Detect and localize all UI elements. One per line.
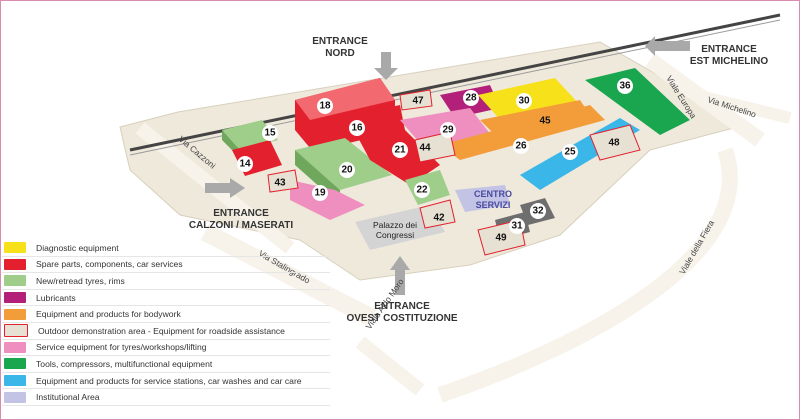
legend-label: Spare parts, components, car services	[36, 259, 183, 270]
pin-49-label: 49	[495, 233, 507, 244]
pin-28-label: 28	[465, 93, 477, 104]
pin-45-label: 45	[539, 116, 551, 127]
road-aldo-moro	[355, 336, 425, 396]
legend-item: New/retread tyres, rims	[2, 273, 330, 290]
pin-42-label: 42	[433, 213, 445, 224]
pin-28: 28	[463, 90, 479, 106]
legend-item: Spare parts, components, car services	[2, 257, 330, 274]
legend-label: Lubricants	[36, 292, 76, 303]
legend-label: Equipment and products for bodywork	[36, 309, 181, 320]
legend-item: Outdoor demonstration area - Equipment f…	[2, 323, 330, 340]
pin-15-label: 15	[264, 128, 276, 139]
pin-20: 20	[339, 162, 355, 178]
pin-20-label: 20	[341, 165, 353, 176]
legend-label: Outdoor demonstration area - Equipment f…	[38, 325, 285, 336]
legend-swatch	[4, 341, 26, 353]
pin-16-label: 16	[351, 123, 363, 134]
road-fiera	[437, 147, 738, 403]
pin-48-label: 48	[608, 138, 620, 149]
pin-44-label: 44	[419, 143, 431, 154]
legend-swatch	[4, 375, 26, 387]
hall-36	[585, 68, 690, 135]
pin-43-label: 43	[274, 178, 286, 189]
pin-36-label: 36	[619, 81, 631, 92]
legend-label: Service equipment for tyres/workshops/li…	[36, 342, 207, 353]
entrance-nord-1: ENTRANCE	[312, 36, 368, 47]
hall-45	[480, 100, 590, 135]
pin-22-label: 22	[416, 185, 428, 196]
legend-swatch	[4, 308, 26, 320]
arrow-ovest	[390, 256, 410, 295]
pin-18: 18	[317, 98, 333, 114]
legend: Diagnostic equipment Spare parts, compon…	[2, 240, 330, 406]
legend-swatch	[4, 292, 26, 304]
legend-swatch	[4, 358, 26, 370]
entrance-est-2: EST MICHELINO	[690, 56, 769, 67]
pin-14-label: 14	[239, 159, 251, 170]
road-michelino	[698, 90, 792, 124]
palazzo-label-1: Palazzo dei	[373, 220, 417, 230]
legend-label: Equipment and products for service stati…	[36, 375, 302, 386]
legend-swatch	[4, 258, 26, 270]
legend-item: Equipment and products for bodywork	[2, 306, 330, 323]
legend-label: New/retread tyres, rims	[36, 275, 125, 286]
hall-16	[330, 105, 405, 145]
legend-label: Diagnostic equipment	[36, 242, 119, 253]
pin-15: 15	[262, 125, 278, 141]
pin-19: 19	[312, 185, 328, 201]
legend-swatch	[4, 275, 26, 287]
pin-22: 22	[414, 182, 430, 198]
entrance-calzoni-1: ENTRANCE	[213, 208, 269, 219]
legend-item: Institutional Area	[2, 389, 330, 406]
hall-19	[290, 180, 365, 220]
legend-item: Tools, compressors, multifunctional equi…	[2, 356, 330, 373]
pin-36: 36	[617, 78, 633, 94]
legend-label: Tools, compressors, multifunctional equi…	[36, 358, 213, 369]
centro-servizi-label-1: CENTRO	[474, 189, 512, 199]
entrance-est-1: ENTRANCE	[701, 44, 757, 55]
pin-32: 32	[530, 203, 546, 219]
pin-19-label: 19	[314, 188, 326, 199]
pin-32-label: 32	[532, 206, 544, 217]
pin-26-label: 26	[515, 141, 527, 152]
pin-29-label: 29	[442, 125, 454, 136]
centro-servizi-label-2: SERVIZI	[476, 200, 511, 210]
outdoor-areas	[267, 89, 641, 256]
palazzo-label-2: Congressi	[376, 230, 414, 240]
pin-14: 14	[237, 156, 253, 172]
pin-25: 25	[562, 144, 578, 160]
legend-item: Diagnostic equipment	[2, 240, 330, 257]
pin-16: 16	[349, 120, 365, 136]
pin-21-label: 21	[394, 145, 406, 156]
legend-item: Equipment and products for service stati…	[2, 373, 330, 390]
centro-servizi	[455, 185, 510, 212]
arrow-nord	[374, 52, 398, 80]
pin-18-label: 18	[319, 101, 331, 112]
entrance-ovest-2: OVEST COSTITUZIONE	[346, 313, 457, 324]
arrow-calzoni	[205, 178, 245, 198]
road-stalingrado	[200, 223, 377, 327]
pin-30: 30	[516, 93, 532, 109]
legend-item: Service equipment for tyres/workshops/li…	[2, 340, 330, 357]
pin-25-label: 25	[564, 147, 576, 158]
pin-31: 31	[509, 218, 525, 234]
entrance-calzoni-2: CALZONI / MASERATI	[189, 220, 293, 231]
pin-26: 26	[513, 138, 529, 154]
pin-29: 29	[440, 122, 456, 138]
entrance-nord-2: NORD	[325, 48, 354, 59]
arrow-est	[645, 36, 690, 56]
legend-swatch	[4, 324, 28, 338]
entrance-ovest-1: ENTRANCE	[374, 301, 430, 312]
legend-swatch	[4, 242, 26, 254]
legend-swatch	[4, 391, 26, 403]
legend-label: Institutional Area	[36, 392, 100, 403]
pin-30-label: 30	[518, 96, 530, 107]
pin-47-label: 47	[412, 96, 424, 107]
pin-21: 21	[392, 142, 408, 158]
pin-31-label: 31	[511, 221, 523, 232]
legend-item: Lubricants	[2, 290, 330, 307]
